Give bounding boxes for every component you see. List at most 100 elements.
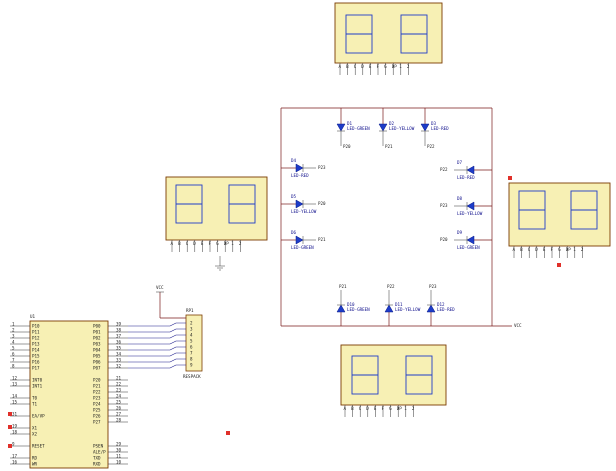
mcu-pin-number: 21: [116, 375, 122, 380]
mcu-pin-name: P03: [93, 342, 101, 347]
display-pin-label: C: [354, 64, 357, 69]
led-value: LED-YELLOW: [395, 307, 421, 312]
display-pin-label: DP: [224, 241, 230, 246]
mcu-pin-number: 5: [12, 345, 15, 350]
display-pin-label: G: [216, 241, 219, 246]
respack-pin-number: 2: [190, 321, 193, 326]
respack-pin-number: 7: [190, 351, 193, 356]
led-value: LED-RED: [291, 173, 309, 178]
mcu-pin-name: WR: [32, 462, 38, 467]
display-pin-label: E: [201, 241, 204, 246]
display-pin-label: B: [178, 241, 181, 246]
respack-pin-number: 3: [190, 327, 193, 332]
mcu-pin-number: 19: [12, 423, 18, 428]
led-value: LED-YELLOW: [389, 126, 415, 131]
vcc-label-right: VCC: [514, 323, 522, 328]
probe-marker[interactable]: [557, 263, 561, 267]
mcu-pin-name: P15: [32, 354, 40, 359]
led-value: LED-GREEN: [457, 245, 480, 250]
net-label: P20: [318, 201, 326, 206]
probe-marker[interactable]: [8, 444, 12, 448]
mcu-pin-name: P17: [32, 366, 40, 371]
display-pin-label: E: [374, 406, 377, 411]
mcu-pin-name: P24: [93, 402, 101, 407]
mcu-pin-number: 9: [12, 441, 15, 446]
mcu-pin-name: P07: [93, 366, 101, 371]
mcu-pin-number: 14: [12, 393, 18, 398]
mcu-pin-number: 36: [116, 339, 122, 344]
led-ref: D6: [291, 230, 297, 235]
led-ref: D5: [291, 194, 297, 199]
led-value: LED-RED: [457, 175, 475, 180]
probe-marker[interactable]: [8, 425, 12, 429]
mcu-pin-name: P04: [93, 348, 101, 353]
mcu-pin-name: PSEN: [93, 444, 104, 449]
mcu-pin-number: 4: [12, 339, 15, 344]
display-pin-label: D: [193, 241, 196, 246]
mcu-pin-number: 17: [12, 453, 18, 458]
mcu-pin-name: RESET: [32, 444, 45, 449]
mcu-pin-name: EA/VP: [32, 414, 45, 419]
led-ref: D8: [457, 196, 463, 201]
led-ref: D11: [395, 302, 403, 307]
probe-marker[interactable]: [8, 412, 12, 416]
net-label: P21: [339, 284, 347, 289]
led-ref: D2: [389, 121, 395, 126]
display-pin-label: C: [359, 406, 362, 411]
respack-pin-number: 6: [190, 345, 193, 350]
display-pin-label: B: [346, 64, 349, 69]
mcu-pin-name: INT1: [32, 384, 43, 389]
mcu-pin-number: 24: [116, 393, 122, 398]
bus-wire: [128, 328, 186, 333]
net-label: P23: [429, 284, 437, 289]
display-pin-label: 1: [399, 64, 402, 69]
led-ref: D12: [437, 302, 445, 307]
led-value: LED-GREEN: [347, 126, 370, 131]
display-pin-label: E: [543, 247, 546, 252]
mcu-pin-name: P01: [93, 330, 101, 335]
respack-pin-number: 9: [190, 363, 193, 368]
mcu-pin-number: 2: [12, 327, 15, 332]
led-group: D1LED-GREENP20D2LED-YELLOWP21D3LED-REDP2…: [281, 108, 492, 326]
mcu-pin-name: P14: [32, 348, 40, 353]
probe-marker[interactable]: [508, 176, 512, 180]
mcu-pin-number: 10: [116, 459, 122, 464]
display-pin-label: B: [351, 406, 354, 411]
led-value: LED-RED: [431, 126, 449, 131]
vcc-label-left: VCC: [156, 285, 164, 290]
mcu-pin-name: P21: [93, 384, 101, 389]
mcu-pin-number: 31: [12, 411, 18, 416]
ground-symbol: [215, 256, 225, 271]
led-ref: D9: [457, 230, 463, 235]
respack-pin-number: 5: [190, 339, 193, 344]
mcu-pin-name: P20: [93, 378, 101, 383]
display-pin-label: E: [369, 64, 372, 69]
mcu-pin-name: P10: [32, 324, 40, 329]
display-pin-label: G: [389, 406, 392, 411]
led-value: LED-RED: [437, 307, 455, 312]
mcu-pin-name: INT0: [32, 378, 43, 383]
display-pin-label: D: [535, 247, 538, 252]
bus-wire: [128, 346, 186, 351]
respack-value: RESPACK: [183, 374, 201, 379]
probe-marker[interactable]: [226, 431, 230, 435]
